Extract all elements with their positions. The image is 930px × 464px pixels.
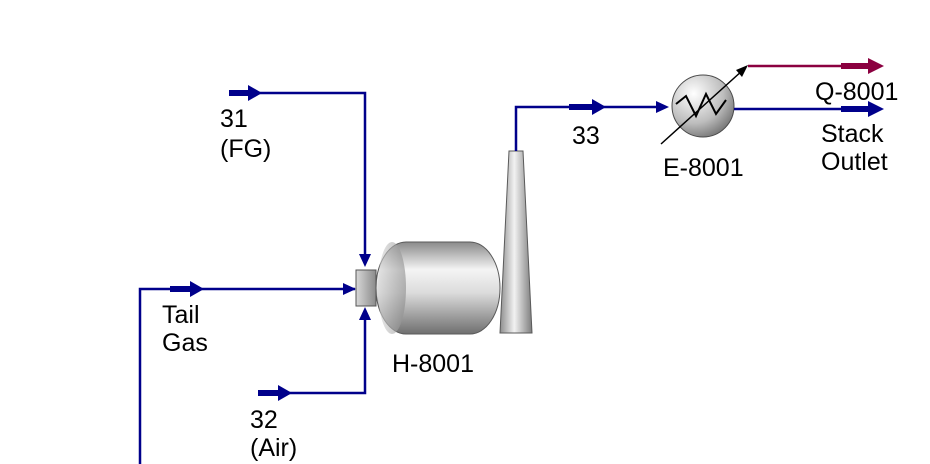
stream-32-id-label: 32 (250, 406, 278, 434)
arrow-up-icon (359, 307, 371, 320)
exchanger-tag-label: E-8001 (663, 154, 744, 182)
stream-32-desc-label: (Air) (250, 434, 297, 462)
stream-31-id-label: 31 (220, 105, 248, 133)
stack-outlet-label-line2: Outlet (821, 148, 888, 176)
energy-stream-q8001[interactable] (748, 58, 884, 74)
stream-arrow-icon (868, 101, 884, 117)
stack-chimney-icon[interactable] (499, 150, 533, 334)
stream-arrow-icon (278, 385, 292, 401)
stream-arrow-icon (190, 281, 204, 297)
stream-stack-outlet[interactable] (734, 101, 884, 117)
stream-33[interactable] (514, 99, 669, 151)
stream-32[interactable] (258, 307, 371, 401)
stream-33-id-label: 33 (572, 122, 600, 150)
fired-heater-icon[interactable] (355, 241, 501, 335)
arrow-diagonal-icon (736, 65, 748, 77)
arrow-right-icon (656, 101, 669, 113)
q8001-label: Q-8001 (815, 78, 898, 106)
heater-tag-label: H-8001 (392, 350, 474, 378)
tail-gas-label-line1: Tail (162, 301, 200, 329)
stream-arrow-icon (868, 58, 884, 74)
stream-31-desc-label: (FG) (220, 135, 271, 163)
arrow-down-icon (359, 254, 371, 267)
stream-tail-gas[interactable] (138, 281, 356, 464)
stream-arrow-icon (248, 85, 262, 101)
arrow-right-icon (343, 283, 356, 295)
stream-arrow-icon (592, 99, 606, 115)
stream-31[interactable] (229, 85, 371, 267)
stack-outlet-label-line1: Stack (821, 120, 884, 148)
tail-gas-label-line2: Gas (162, 329, 208, 357)
heat-exchanger-icon[interactable] (660, 65, 748, 145)
